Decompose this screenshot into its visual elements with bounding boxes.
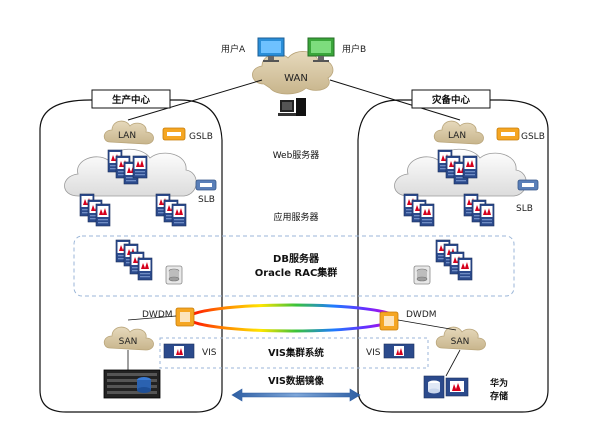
production-san-label: SAN [119,337,138,347]
dr-app-servers [403,193,495,227]
production-slb-label: SLB [198,195,215,205]
production-slb-icon [195,179,217,191]
production-site-title: 生产中心 [112,94,151,106]
dr-site-title: 灾备中心 [432,94,471,106]
production-vis-label: VIS [202,348,217,358]
web-layer-label: Web服务器 [273,149,320,161]
wan-label: WAN [284,73,308,84]
production-gslb-label: GSLB [189,132,213,142]
user-b-monitor-icon [307,37,335,62]
vis-cluster-label: VIS集群系统 [268,347,324,359]
db-layer-frame [73,235,515,297]
dr-dwdm-icon [379,311,399,331]
dr-vis-label: VIS [366,348,381,358]
production-gslb-icon [162,127,186,141]
vis-mirror-arrow [231,388,361,402]
production-site-frame [39,99,223,413]
dwdm-rainbow-link [186,303,398,333]
production-dwdm-label: DWDM [142,310,173,320]
dr-db-servers [435,239,473,281]
production-vis-device [163,343,195,359]
dr-slb-icon [517,179,539,191]
production-lan-label: LAN [118,131,136,141]
db-layer-label-1: DB服务器 [273,252,320,265]
dr-gslb-label: GSLB [521,132,545,142]
dns-server-icon [278,98,306,116]
huawei-storage-label-1: 华为 [490,377,508,389]
production-storage-array [103,369,161,399]
vis-mirror-label: VIS数据镜像 [268,375,324,387]
production-app-servers [79,193,187,227]
user-b-label: 用户B [342,43,366,55]
vis-cluster-frame [159,337,429,369]
db-layer-label-2: Oracle RAC集群 [255,266,338,279]
dr-gslb-icon [496,127,520,141]
dr-db-disk-icon [413,265,431,285]
production-db-servers [115,239,153,281]
dr-dwdm-label: DWDM [406,310,437,320]
dr-slb-label: SLB [516,204,533,214]
huawei-storage-label-2: 存储 [490,390,508,402]
dr-lan-label: LAN [448,131,466,141]
dr-storage-array [423,375,469,399]
user-a-monitor-icon [257,37,285,62]
dr-site-frame [357,99,549,413]
app-layer-label: 应用服务器 [273,211,318,223]
dr-san-label: SAN [451,337,470,347]
dr-vis-device [383,343,415,359]
production-dwdm-icon [175,307,195,327]
user-a-label: 用户A [221,43,246,55]
production-db-disk-icon [165,265,183,285]
